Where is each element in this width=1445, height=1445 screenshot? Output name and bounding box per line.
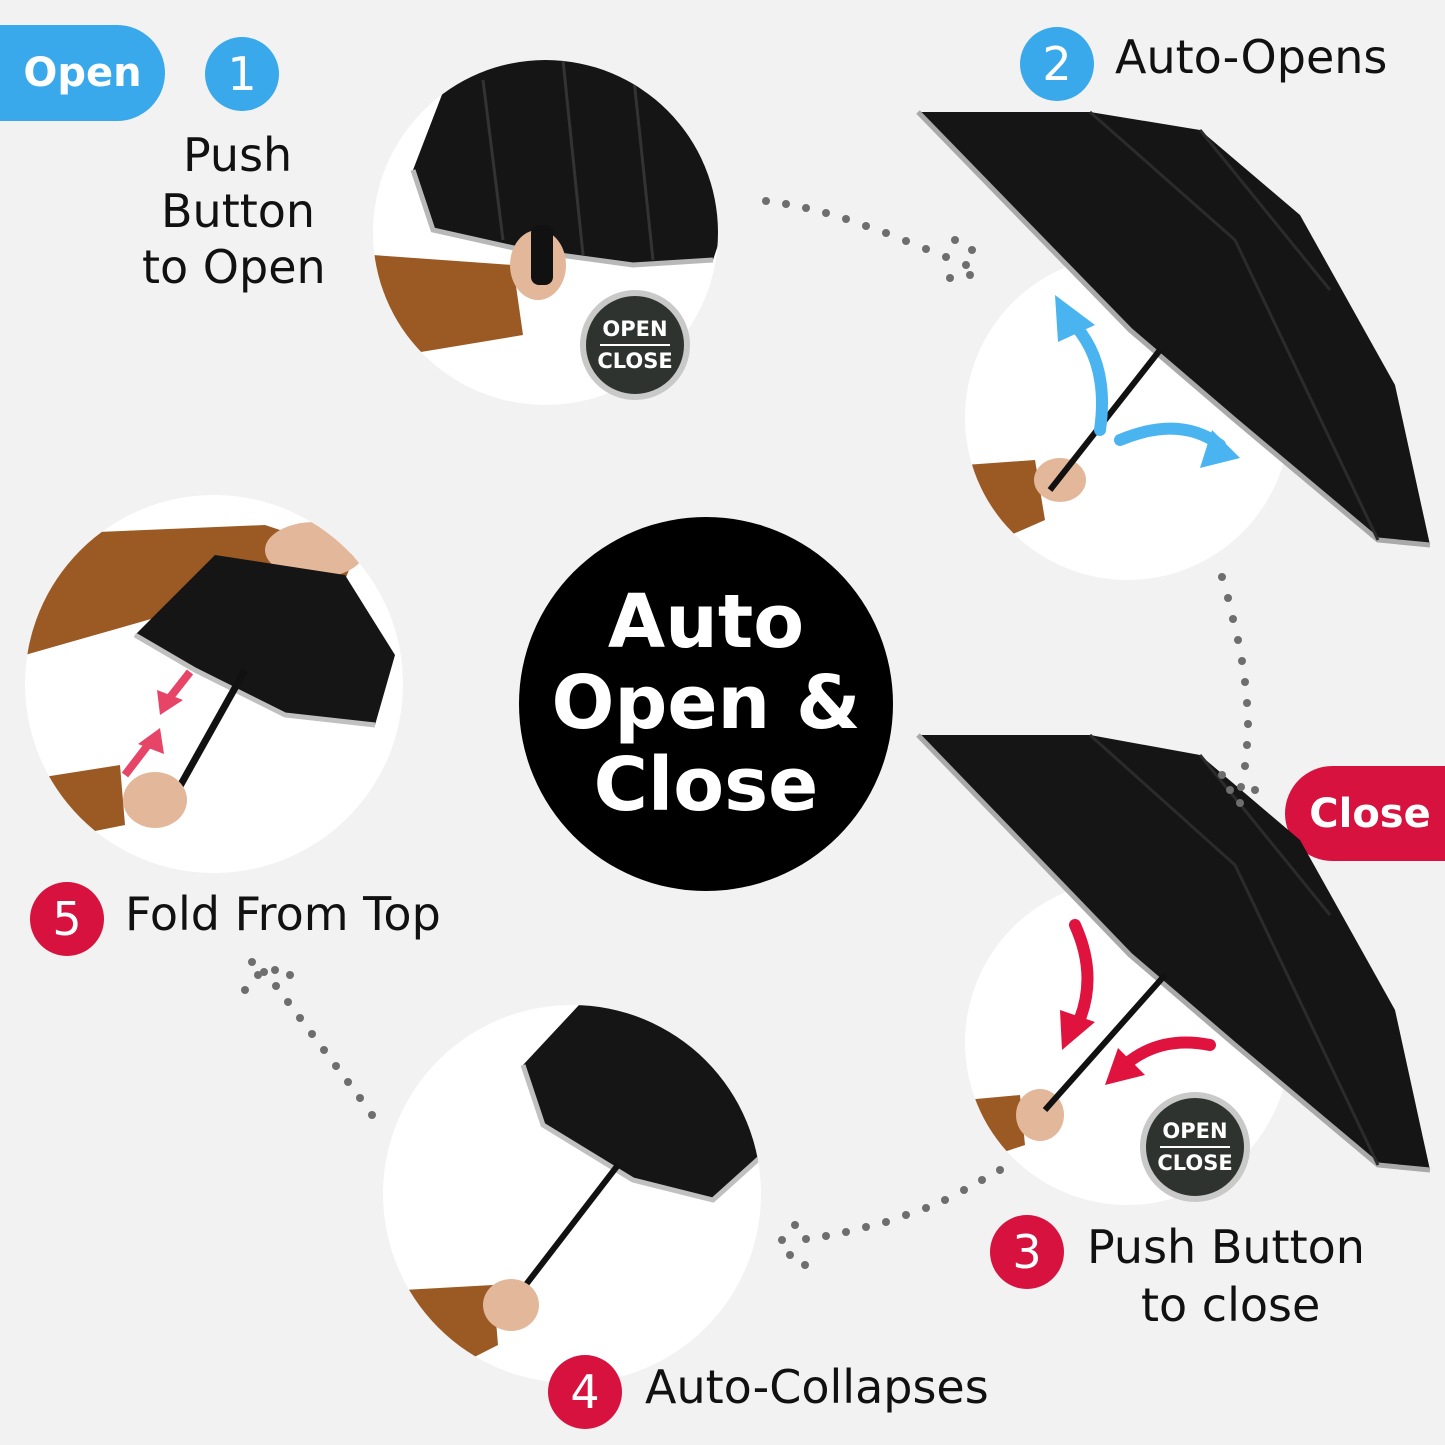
open-close-button-badge: OPEN CLOSE: [580, 290, 690, 400]
umbrella-closed-illustration: [373, 60, 718, 360]
auto-open-close-badge: Auto Open & Close: [519, 517, 893, 891]
step-4-photo: [383, 1005, 761, 1383]
open-close-button-badge-2: OPEN CLOSE: [1140, 1092, 1250, 1202]
umbrella-collapsed-illustration: [403, 1005, 761, 1383]
step-1-label-line3: to Open: [142, 240, 326, 294]
badge-open-text: OPEN: [602, 317, 668, 341]
step-1-label-line2: Button: [161, 184, 316, 238]
step-1-photo: [373, 60, 718, 405]
step-3-label-line1: Push Button: [1087, 1220, 1365, 1274]
hands-fold-umbrella-illustration: [25, 522, 395, 845]
hand-with-umbrella-illustration: [965, 458, 1086, 555]
badge-open-text-2: OPEN: [1162, 1119, 1228, 1143]
step-2-photo: [965, 255, 1290, 580]
step-5-photo: [25, 495, 403, 873]
step-2-label: Auto-Opens: [1115, 30, 1388, 84]
step-1-label-line1: Push: [183, 128, 293, 182]
center-title-line1: Auto: [607, 578, 805, 665]
badge-close-text-2: CLOSE: [1157, 1151, 1233, 1175]
step-4-label: Auto-Collapses: [645, 1360, 989, 1414]
step-1-number: 1: [205, 37, 279, 111]
step-3-number: 3: [990, 1215, 1064, 1289]
badge-close-text: CLOSE: [597, 349, 673, 373]
step-5-label: Fold From Top: [125, 887, 441, 941]
center-title-line2: Open &: [551, 660, 861, 747]
step-2-number: 2: [1020, 27, 1094, 101]
open-label: Open: [0, 25, 165, 121]
close-label: Close: [1285, 766, 1445, 861]
step-4-number: 4: [548, 1355, 622, 1429]
badge-divider: [600, 344, 670, 346]
center-title-line3: Close: [593, 741, 819, 828]
badge-divider-2: [1160, 1146, 1230, 1148]
step-5-number: 5: [30, 882, 104, 956]
step-3-label-line2: to close: [1141, 1278, 1321, 1332]
